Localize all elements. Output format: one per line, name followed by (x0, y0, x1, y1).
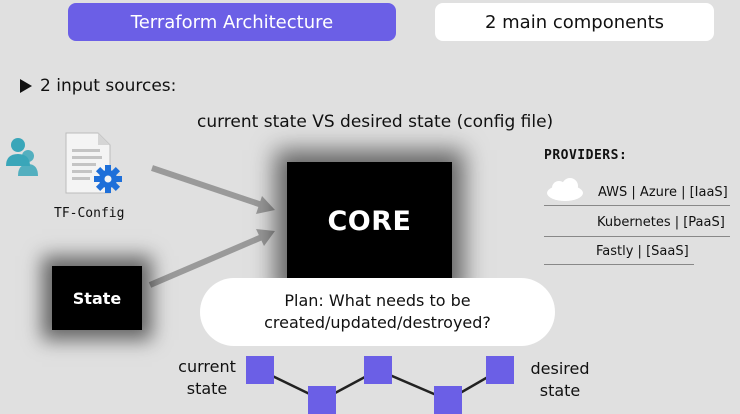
provider-aws-azure: AWS | Azure | [IaaS] (598, 185, 728, 200)
plan-line-1: Plan: What needs to be (284, 291, 471, 310)
components-label: 2 main components (484, 11, 665, 33)
arrow-state-to-core (148, 234, 264, 288)
tf-config-label: TF-Config (54, 206, 125, 221)
desired-state-line-1: desired (530, 359, 590, 378)
input-sources-text: 2 input sources: (40, 76, 177, 96)
arrow-head-state (256, 229, 275, 246)
provider-divider (544, 236, 730, 237)
core-box (287, 162, 452, 287)
title-pill: Terraform Architecture (68, 3, 396, 41)
current-state-line-2: state (186, 379, 228, 398)
desired-state-line-2: state (539, 381, 581, 400)
graph-node (486, 356, 514, 384)
state-box: State (52, 266, 142, 330)
cloud-icon (547, 178, 583, 201)
provider-kubernetes: Kubernetes | [PaaS] (597, 215, 725, 230)
state-comparison: current state VS desired state (config f… (197, 112, 554, 132)
provider-divider (544, 205, 730, 206)
graph-node (434, 386, 462, 414)
current-state-line-1: current (178, 357, 236, 376)
components-pill: 2 main components (435, 3, 714, 41)
providers-title: PROVIDERS: (544, 148, 628, 163)
graph-node (246, 356, 274, 384)
diagram-title: Terraform Architecture (130, 11, 334, 33)
current-state-label: current state (172, 356, 242, 400)
document-gear-icon (65, 132, 122, 194)
provider-fastly: Fastly | [SaaS] (596, 244, 689, 259)
state-label: State (72, 288, 122, 308)
provider-divider (544, 264, 694, 265)
plan-bubble: Plan: What needs to be created/updated/d… (200, 278, 555, 346)
desired-state-label: desired state (525, 358, 595, 402)
arrow-head-config (256, 196, 275, 214)
core-label: CORE (327, 206, 412, 237)
graph-node (364, 356, 392, 384)
triangle-bullet-icon (20, 79, 32, 93)
input-sources-heading: 2 input sources: (20, 76, 176, 96)
graph-node (308, 386, 336, 414)
arrow-config-to-core (151, 165, 263, 208)
plan-line-2: created/updated/destroyed? (264, 313, 491, 332)
user-icon (6, 138, 38, 176)
